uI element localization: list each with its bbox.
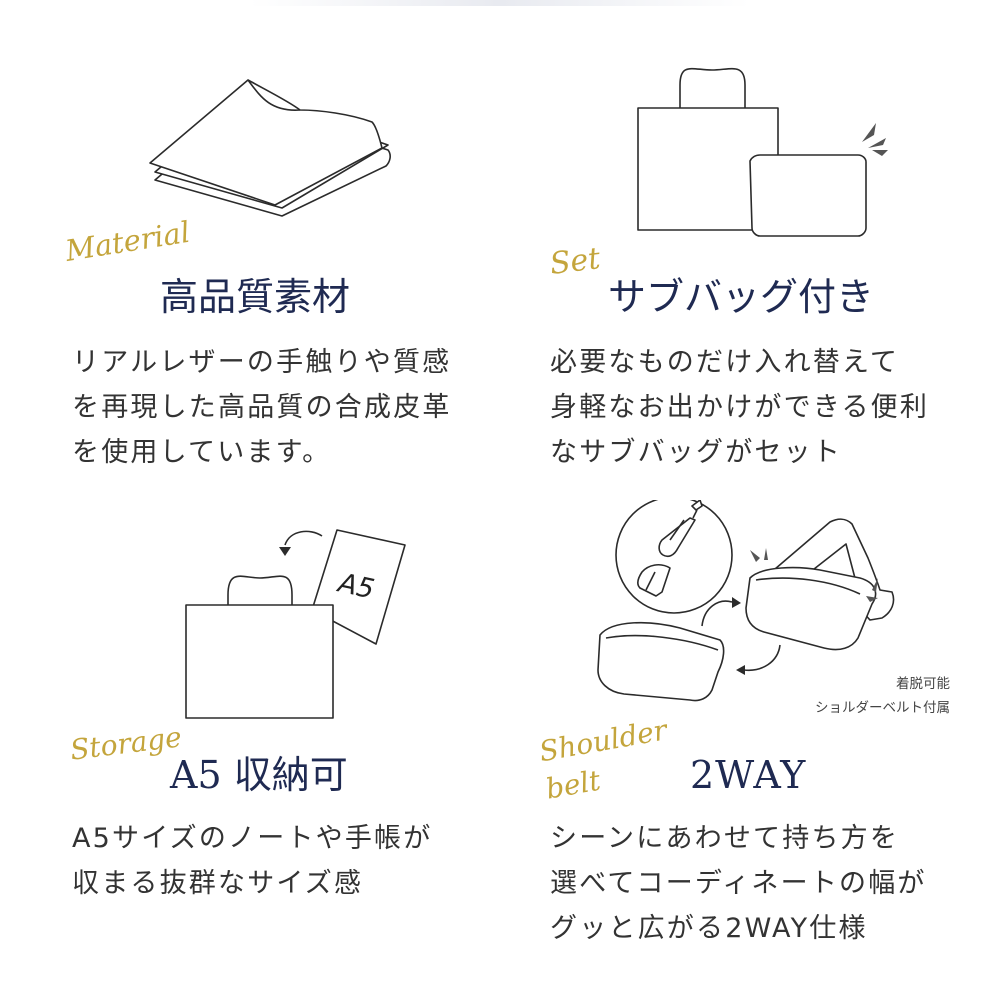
feature-set: Set サブバッグ付き 必要なものだけ入れ替えて 身軽なお出かけができる便利 な…	[500, 0, 980, 490]
tag-shoulder-belt: Shoulder belt	[536, 713, 670, 806]
feature-storage: A5 Storage A5 収納可 A5サイズのノートや手帳が 収まる抜群なサイ…	[0, 500, 480, 990]
title-set: サブバッグ付き	[608, 275, 875, 319]
leather-sheet-icon	[149, 79, 391, 217]
title-storage: A5 収納可	[170, 753, 348, 797]
desc-2way: シーンにあわせて持ち方を 選べてコーディネートの幅が グッと広がる2WAY仕様	[550, 823, 927, 944]
feature-material: Material 高品質素材 リアルレザーの手触りや質感 を再現した高品質の合成…	[0, 0, 480, 490]
title-material: 高品質素材	[160, 275, 351, 319]
desc-storage: A5サイズのノートや手帳が 収まる抜群なサイズ感	[72, 823, 433, 899]
bag-with-a5-notebook-icon: A5	[185, 529, 406, 719]
top-divider	[250, 0, 750, 6]
desc-set: 必要なものだけ入れ替えて 身軽なお出かけができる便利 なサブバッグがセット	[550, 347, 930, 468]
tag-set: Set	[547, 241, 603, 282]
feature-2way: 着脱可能 ショルダーベルト付属 Shoulder belt 2WAY シーンにあ…	[500, 500, 980, 990]
a5-label: A5	[334, 567, 377, 605]
title-2way: 2WAY	[690, 753, 807, 797]
detachable-belt-note: 着脱可能 ショルダーベルト付属	[815, 676, 950, 716]
bag-with-subbag-icon	[637, 67, 888, 237]
desc-material: リアルレザーの手触りや質感 を再現した高品質の合成皮革 を使用しています。	[72, 347, 452, 468]
shoulder-bag-2way-icon	[597, 500, 895, 702]
